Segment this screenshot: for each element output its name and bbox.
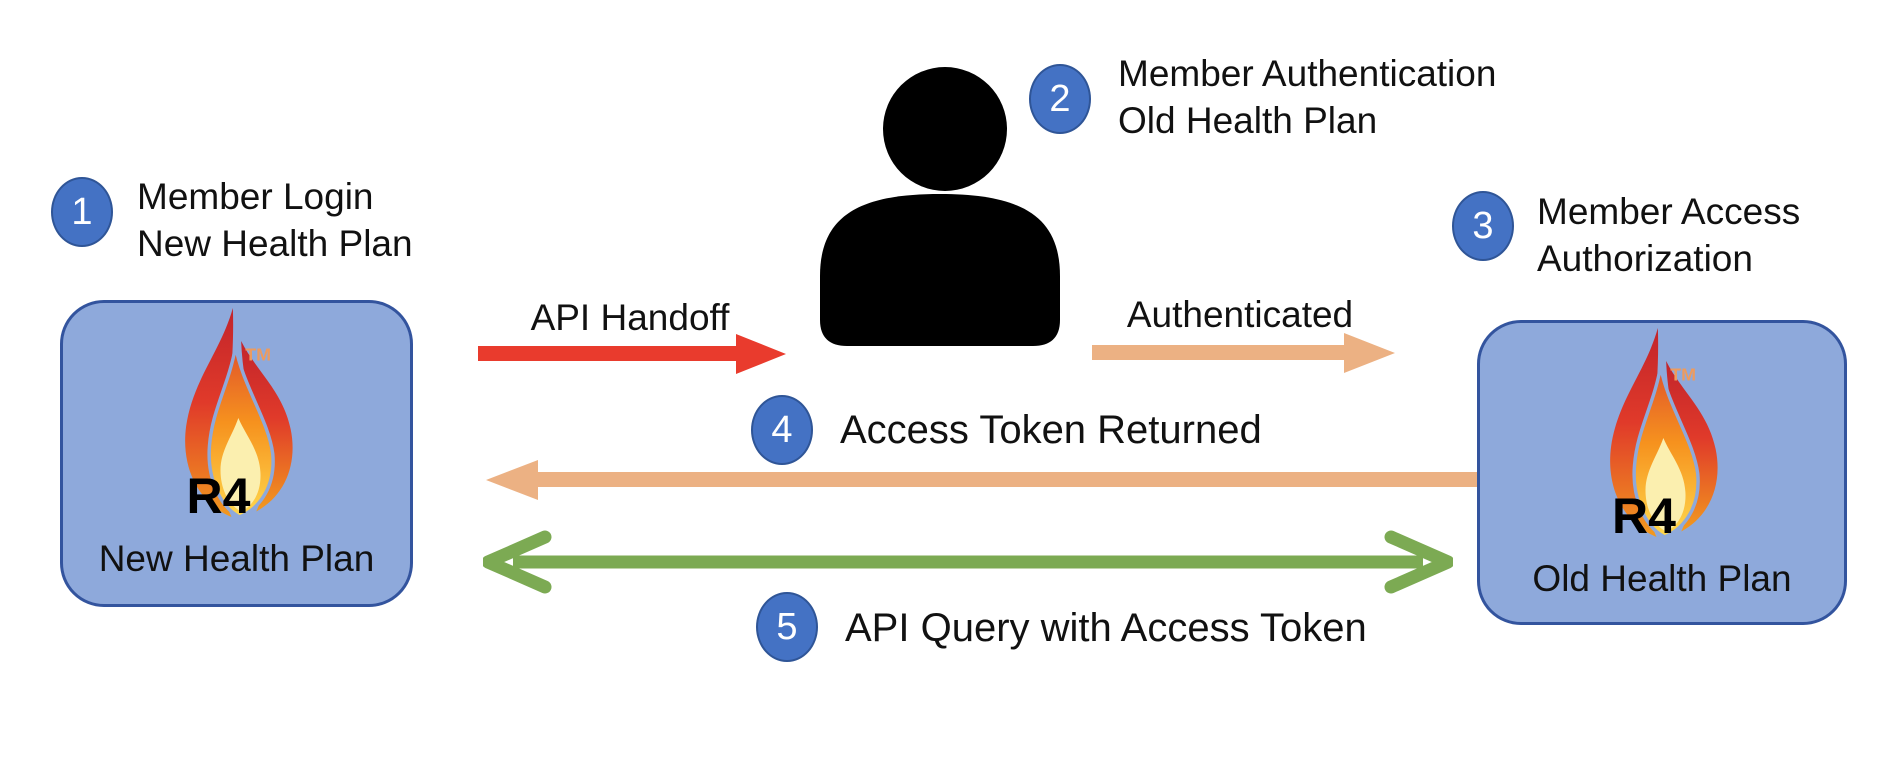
api-handoff-arrow (478, 334, 786, 374)
step-label-line: Member Login (137, 176, 374, 217)
step-badge-5: 5 (756, 592, 818, 662)
step-label-2: Member Authentication Old Health Plan (1118, 50, 1496, 144)
trademark-text: TM (1670, 364, 1696, 384)
step-badge-4: 4 (751, 395, 813, 465)
step-number: 3 (1472, 204, 1494, 247)
step-badge-2: 2 (1029, 64, 1091, 134)
api-handoff-label: API Handoff (530, 297, 730, 338)
fhir-flame-icon: TM (184, 308, 293, 519)
access-token-returned-label: Access Token Returned (840, 408, 1262, 452)
step-label-line: Member Access (1537, 191, 1801, 232)
person-icon (820, 67, 1060, 346)
step-label-line: Old Health Plan (1118, 100, 1378, 141)
plan-node-label: New Health Plan (98, 538, 375, 579)
authenticated-label: Authenticated (1126, 294, 1354, 335)
r4-logo-text: R4 (1612, 488, 1676, 544)
step-label-line: Authorization (1537, 238, 1753, 279)
step-number: 2 (1049, 77, 1071, 120)
plan-node-label: Old Health Plan (1532, 558, 1792, 599)
step-label-3: Member Access Authorization (1537, 188, 1800, 282)
api-query-label: API Query with Access Token (845, 606, 1367, 650)
step-badge-1: 1 (51, 177, 113, 247)
step-label-1: Member Login New Health Plan (137, 173, 413, 267)
step-number: 4 (771, 408, 793, 451)
step-label-line: New Health Plan (137, 223, 413, 264)
step-badge-3: 3 (1452, 191, 1514, 261)
step-label-line: Member Authentication (1118, 53, 1497, 94)
r4-logo-text: R4 (186, 468, 251, 524)
api-query-arrow (483, 530, 1453, 594)
authenticated-arrow (1092, 333, 1395, 373)
fhir-flame-icon: TM (1610, 328, 1718, 539)
step-number: 5 (776, 605, 798, 648)
plan-node-old: TM R4 Old Health Plan (1477, 320, 1847, 625)
access-token-return-arrow (486, 460, 1477, 500)
trademark-text: TM (245, 344, 271, 364)
plan-node-new: TM R4 New Health Plan (60, 300, 413, 607)
step-number: 1 (71, 190, 93, 233)
